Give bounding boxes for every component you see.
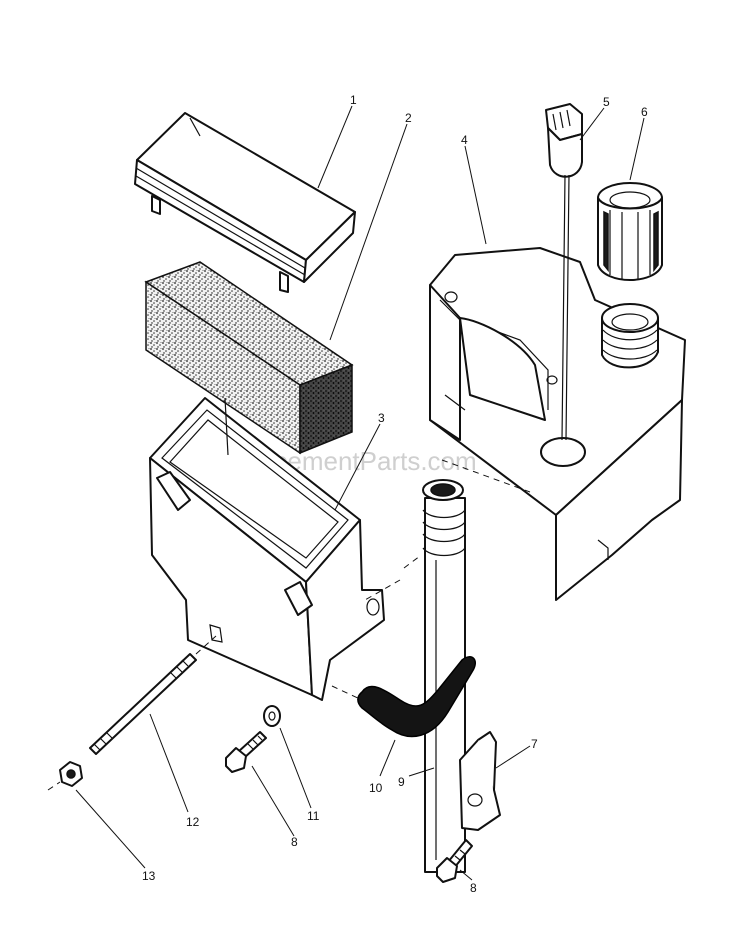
part-5-dipstick bbox=[545, 103, 583, 441]
callout-12: 12 bbox=[186, 815, 200, 829]
callout-10: 10 bbox=[369, 781, 383, 795]
callout-3: 3 bbox=[378, 411, 385, 425]
assembly-lines bbox=[47, 459, 531, 791]
leader-lines bbox=[75, 105, 645, 881]
callout-9: 9 bbox=[398, 775, 405, 789]
part-10-hose bbox=[357, 656, 476, 738]
callout-6: 6 bbox=[641, 105, 648, 119]
part-2-foam-filter bbox=[144, 261, 354, 455]
callout-4: 4 bbox=[461, 133, 468, 147]
part-13-nut bbox=[59, 761, 83, 787]
callout-1: 1 bbox=[350, 93, 357, 107]
part-4-housing bbox=[429, 247, 686, 601]
part-7-bracket bbox=[459, 731, 501, 831]
callout-5: 5 bbox=[603, 95, 610, 109]
part-8-screw-left bbox=[225, 731, 267, 773]
callout-7: 7 bbox=[531, 737, 538, 751]
part-8-screw-right bbox=[436, 839, 473, 883]
callout-2: 2 bbox=[405, 111, 412, 125]
part-3-air-cleaner-body bbox=[149, 397, 385, 701]
part-12-long-bolt bbox=[89, 653, 197, 755]
part-6-fuel-cap bbox=[597, 182, 663, 281]
callout-8-right: 8 bbox=[470, 881, 477, 895]
part-11-washer bbox=[263, 705, 281, 727]
part-1-cover bbox=[134, 112, 356, 293]
callout-8-left: 8 bbox=[291, 835, 298, 849]
callouts: 1 2 3 4 5 6 7 8 8 9 10 11 12 13 bbox=[142, 93, 648, 895]
callout-11: 11 bbox=[307, 809, 320, 823]
callout-13: 13 bbox=[142, 869, 156, 883]
